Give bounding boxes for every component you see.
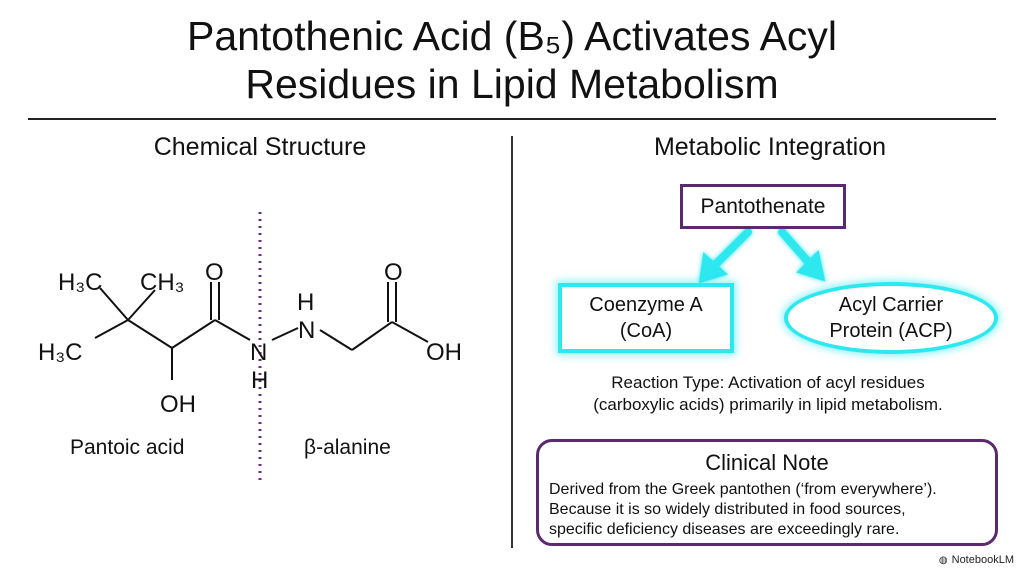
bond (127, 289, 156, 321)
chemical-structure-diagram: H₃C CH₃ H₃C O OH H N H N O OH (38, 212, 462, 482)
arrow-to-acp (778, 228, 814, 268)
bond (94, 319, 129, 339)
note-line-1: Derived from the Greek pantothen (‘from … (549, 481, 937, 498)
metabolic-integration-heading: Metabolic Integration (653, 133, 887, 161)
pantothenate-label: Pantothenate (700, 194, 826, 218)
atom-o-left: O (205, 259, 224, 286)
bond (271, 327, 299, 341)
atom-oh-right: OH (426, 339, 462, 366)
atom-h3c-top: H₃C (58, 269, 102, 296)
acp-line-2: Protein (ACP) (829, 320, 953, 342)
notebooklm-logo-icon: ◍ (938, 554, 948, 566)
atom-oh-left: OH (160, 391, 196, 418)
clinical-note-body: Derived from the Greek pantothen (‘from … (549, 480, 985, 540)
brand-name: NotebookLM (951, 554, 1014, 566)
atom-o-right: O (384, 259, 403, 286)
bond (127, 319, 173, 349)
coenzyme-a-node: Coenzyme A (CoA) (558, 283, 734, 353)
pantoic-acid-label: Pantoic acid (70, 436, 185, 459)
atom-n-right: N (298, 317, 315, 344)
title-line-1: Pantothenic Acid (B₅) Activates Acyl (186, 13, 838, 59)
brand-watermark: ◍ NotebookLM (939, 554, 1014, 566)
atom-n-left: N (250, 339, 267, 366)
column-divider (511, 136, 513, 548)
reaction-type-text: Reaction Type: Activation of acyl residu… (540, 372, 996, 416)
coa-line-1: Coenzyme A (589, 294, 703, 316)
pantothenate-node: Pantothenate (680, 184, 846, 229)
title-divider (28, 118, 996, 120)
beta-alanine-label: β-alanine (304, 436, 391, 459)
coa-line-2: (CoA) (619, 320, 673, 342)
clinical-note-title: Clinical Note (705, 450, 829, 475)
reaction-line-1: Reaction Type: Activation of acyl residu… (611, 373, 925, 392)
page-title: Pantothenic Acid (B₅) Activates Acyl Res… (0, 12, 1024, 108)
arrow-head-acp-icon (796, 249, 826, 282)
chemical-structure-heading: Chemical Structure (153, 133, 367, 161)
atom-h3c-bottom: H₃C (38, 339, 82, 366)
bond (99, 287, 129, 321)
arrow-to-coa (708, 228, 752, 272)
bond (319, 329, 353, 351)
arrow-head-coa-icon (698, 251, 728, 284)
bond (351, 321, 393, 351)
title-line-2: Residues in Lipid Metabolism (245, 61, 779, 107)
bond (391, 321, 429, 343)
atom-ch3: CH₃ (140, 269, 184, 296)
atom-h-upper: H (297, 289, 314, 316)
clinical-note-box: Clinical Note Derived from the Greek pan… (536, 439, 998, 546)
acyl-carrier-protein-node: Acyl Carrier Protein (ACP) (784, 282, 998, 354)
acp-line-1: Acyl Carrier (838, 294, 944, 316)
atom-h-lower: H (251, 367, 268, 394)
bond (171, 319, 216, 349)
bond (214, 319, 251, 341)
reaction-line-2: (carboxylic acids) primarily in lipid me… (593, 395, 943, 414)
note-line-2: Because it is so widely distributed in f… (549, 501, 906, 518)
note-line-3: specific deficiency diseases are exceedi… (549, 521, 900, 538)
